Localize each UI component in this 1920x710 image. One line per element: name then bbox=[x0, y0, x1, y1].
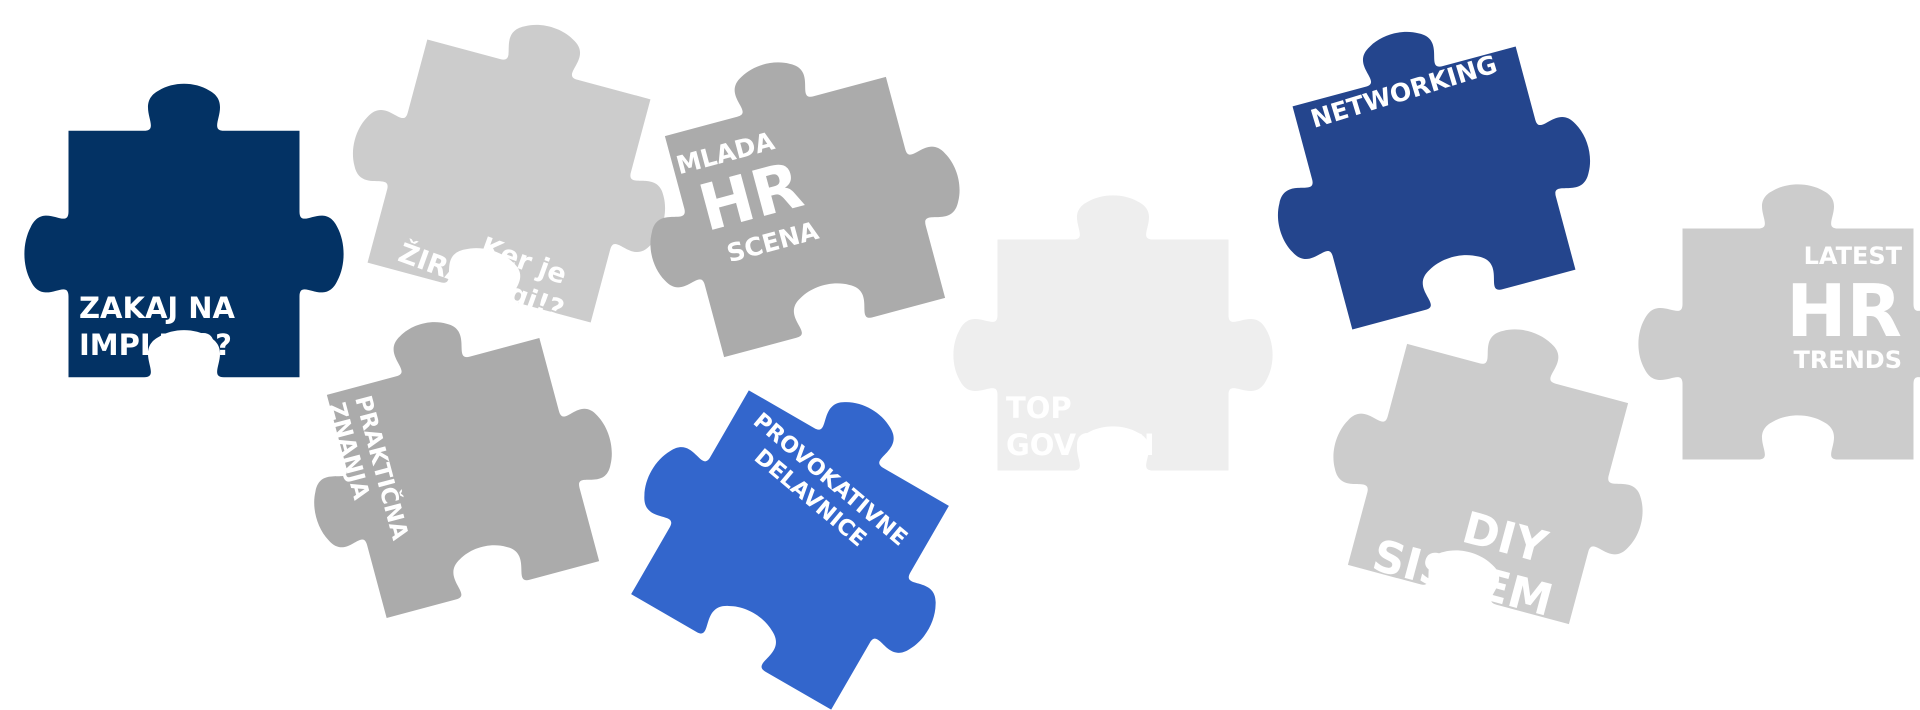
puzzle-piece-provokativne[interactable] bbox=[592, 329, 1010, 710]
puzzle-piece-networking[interactable] bbox=[1238, 0, 1619, 341]
puzzle-piece-prakticna[interactable] bbox=[274, 284, 640, 629]
piece-label-latest-line3: TRENDS bbox=[1793, 346, 1902, 374]
piece-label-govorci: TOP GOVORCI bbox=[1006, 391, 1155, 462]
piece-label-zakaj-line2: IMPLICO? bbox=[79, 328, 232, 362]
puzzle-shape-prakticna bbox=[274, 284, 640, 629]
piece-label-zakaj-line1: ZAKAJ NA bbox=[79, 291, 236, 325]
piece-label-latest-line2: HR bbox=[1786, 269, 1902, 353]
puzzle-shape-provokativne bbox=[592, 329, 1010, 710]
piece-label-govorci-line2: GOVORCI bbox=[1006, 428, 1155, 462]
piece-label-latest: LATEST HR TRENDS bbox=[1786, 242, 1902, 374]
piece-label-govorci-line1: TOP bbox=[1006, 391, 1072, 425]
puzzle-shape-networking bbox=[1238, 0, 1619, 341]
piece-label-mlada: MLADA HR SCENA bbox=[673, 126, 822, 268]
piece-label-latest-line1: LATEST bbox=[1804, 242, 1903, 270]
piece-label-zakaj: ZAKAJ NA IMPLICO? bbox=[79, 291, 245, 362]
